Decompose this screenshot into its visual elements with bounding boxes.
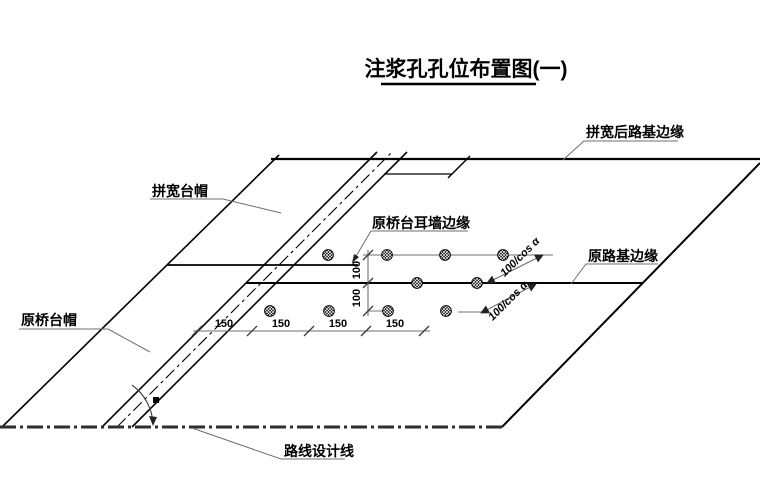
structure-lines <box>0 151 760 429</box>
grout-hole <box>382 305 394 317</box>
label-original-roadbed-edge: 原路基边缘 <box>588 248 658 264</box>
leader-route-design-line <box>191 427 345 460</box>
earwall-notch-diagonal <box>447 155 471 179</box>
grout-hole <box>439 249 451 261</box>
left-skew-edge-line <box>1 154 280 428</box>
abutment-centerline <box>116 151 393 428</box>
grout-hole <box>411 277 423 289</box>
leader-arrowhead <box>352 254 359 263</box>
label-widened-abutment-cap: 拼宽台帽 <box>152 183 208 199</box>
label-widened-roadbed-edge: 拼宽后路基边缘 <box>586 124 684 140</box>
abutment-band-line-2 <box>131 151 408 428</box>
label-original-abutment-cap: 原桥台帽 <box>21 312 77 328</box>
right-skew-edge-line <box>501 162 760 428</box>
alpha-marker <box>153 397 159 403</box>
dimension-ticks <box>191 249 430 337</box>
dim-100-2: 100 <box>351 289 363 307</box>
grout-hole <box>323 305 335 317</box>
label-original-earwall-edge: 原桥台耳墙边缘 <box>372 215 470 231</box>
dim-150-1: 150 <box>215 318 233 330</box>
dim-150-2: 150 <box>272 318 290 330</box>
grout-hole <box>497 249 509 261</box>
skew-angle-arc <box>131 384 154 425</box>
leader-original-roadbed-edge <box>570 263 658 285</box>
dim-line-skew-upper <box>486 254 544 284</box>
dim-100-1: 100 <box>351 261 363 279</box>
drawing-title: 注浆孔孔位布置图(一) <box>365 57 568 81</box>
skew-angle-arrow <box>149 416 157 426</box>
dim-150-3: 150 <box>329 318 347 330</box>
abutment-band-line-1 <box>101 151 378 428</box>
leader-widened-abutment-cap <box>150 198 282 214</box>
leader-original-earwall-edge <box>351 230 468 264</box>
dim-line-skew-lower <box>480 283 537 314</box>
leader-widened-roadbed-edge <box>562 140 678 161</box>
leader-lines <box>19 140 678 460</box>
leader-original-abutment-cap <box>19 328 151 353</box>
grout-hole <box>322 249 334 261</box>
grout-holes-group <box>264 249 509 317</box>
dim-skew-lower: 100/cos α <box>486 278 531 323</box>
grout-hole <box>471 277 483 289</box>
label-route-design-line: 路线设计线 <box>284 443 354 459</box>
grout-hole <box>381 249 393 261</box>
grout-hole <box>440 305 452 317</box>
grout-hole <box>264 305 276 317</box>
dim-150-4: 150 <box>386 318 404 330</box>
